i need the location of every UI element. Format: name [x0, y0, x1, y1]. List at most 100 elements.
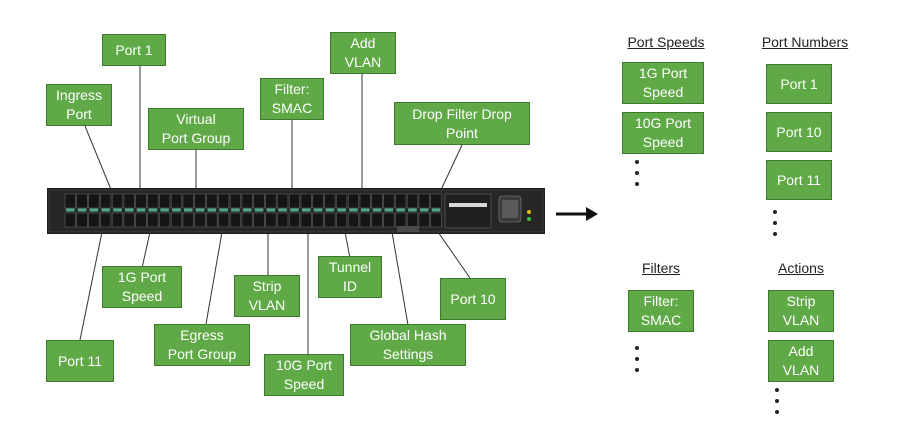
callout-1g-port-speed: 1G Port Speed [102, 266, 182, 308]
callout-global-hash-settings: Global Hash Settings [350, 324, 466, 366]
callout-ingress-port: Ingress Port [46, 84, 112, 126]
switch-port [170, 193, 182, 209]
switch-port [194, 212, 206, 228]
switch-port [111, 212, 123, 228]
switch-port [229, 212, 241, 228]
switch-port [194, 193, 206, 209]
switch-port [430, 193, 442, 209]
switch-port [64, 193, 76, 209]
callout-port-1: Port 1 [102, 34, 166, 66]
category-item-add-vlan: Add VLAN [768, 340, 834, 382]
switch-port-led [66, 208, 75, 212]
switch-port [206, 212, 218, 228]
switch-port [170, 212, 182, 228]
switch-port [100, 212, 112, 228]
switch-port [406, 212, 418, 228]
switch-port [88, 212, 100, 228]
switch-port [288, 212, 300, 228]
switch-port [182, 193, 194, 209]
category-item-10g-port-speed: 10G Port Speed [622, 112, 704, 154]
switch-port-led [207, 208, 217, 212]
switch-port-led [113, 208, 122, 212]
category-item-filter-smac: Filter: SMAC [628, 290, 694, 332]
switch-port [324, 212, 336, 228]
switch-port-led [325, 208, 335, 212]
switch-port [312, 193, 324, 209]
switch-port [300, 193, 312, 209]
callout-port-10: Port 10 [440, 278, 506, 320]
switch-port-led [136, 208, 146, 212]
switch-port-led [302, 208, 311, 212]
category-item-port-10: Port 10 [766, 112, 832, 152]
switch-port-led [243, 208, 252, 212]
switch-port-led [408, 208, 417, 212]
switch-port-led [195, 208, 205, 212]
ellipsis-filters [634, 346, 640, 379]
switch-port-led [290, 208, 299, 212]
callout-add-vlan: Add VLAN [330, 32, 396, 74]
callout-egress-port-group: Egress Port Group [154, 324, 250, 366]
category-item-port-1: Port 1 [766, 64, 832, 104]
ellipsis-port-speeds [634, 160, 640, 193]
switch-port [395, 212, 407, 228]
switch-port-led [254, 208, 264, 212]
switch-port [406, 193, 418, 209]
switch-port-led [231, 208, 240, 212]
switch-port [159, 212, 171, 228]
switch-port [218, 193, 230, 209]
switch-port [359, 193, 371, 209]
switch-port [371, 212, 383, 228]
switch-port [347, 212, 359, 228]
callout-filter-smac: Filter: SMAC [260, 78, 324, 120]
switch-port-led [184, 208, 193, 212]
switch-port [418, 212, 430, 228]
switch-port [395, 193, 407, 209]
category-item-strip-vlan: Strip VLAN [768, 290, 834, 332]
switch-port [265, 193, 277, 209]
callout-port-11: Port 11 [46, 340, 114, 382]
switch-port [371, 193, 383, 209]
switch-port [123, 193, 135, 209]
category-item-1g-port-speed: 1G Port Speed [622, 62, 704, 104]
switch-port-led [101, 208, 110, 212]
switch-port [324, 193, 336, 209]
switch-port [76, 212, 88, 228]
switch-port [336, 212, 348, 228]
switch-port [336, 193, 348, 209]
switch-port [430, 212, 442, 228]
switch-port [76, 193, 88, 209]
switch-port [182, 212, 194, 228]
switch-port [229, 193, 241, 209]
switch-port [218, 212, 230, 228]
switch-port-led [384, 208, 394, 212]
switch-port [100, 193, 112, 209]
header-actions: Actions [778, 260, 824, 276]
switch-port-led [313, 208, 323, 212]
switch-port-led [77, 208, 87, 212]
switch-port-led [160, 208, 169, 212]
switch-port [359, 212, 371, 228]
switch-port [111, 193, 123, 209]
switch-port [265, 212, 277, 228]
switch-port-led [89, 208, 99, 212]
switch-port-led [148, 208, 158, 212]
switch-port-led [396, 208, 405, 212]
callout-tunnel-id: Tunnel ID [318, 256, 382, 298]
switch-port [88, 193, 100, 209]
switch-port [253, 212, 265, 228]
network-switch-chassis [47, 188, 545, 234]
switch-port [277, 212, 289, 228]
callout-virtual-port-group: Virtual Port Group [148, 108, 244, 150]
switch-port [147, 212, 159, 228]
switch-port-led [219, 208, 228, 212]
ellipsis-port-numbers [772, 210, 778, 243]
switch-port [241, 193, 253, 209]
switch-port [135, 212, 147, 228]
switch-port-led [125, 208, 134, 212]
switch-port [383, 212, 395, 228]
switch-port-led [361, 208, 370, 212]
switch-port [277, 193, 289, 209]
header-filters: Filters [641, 260, 681, 276]
switch-port-led [172, 208, 181, 212]
